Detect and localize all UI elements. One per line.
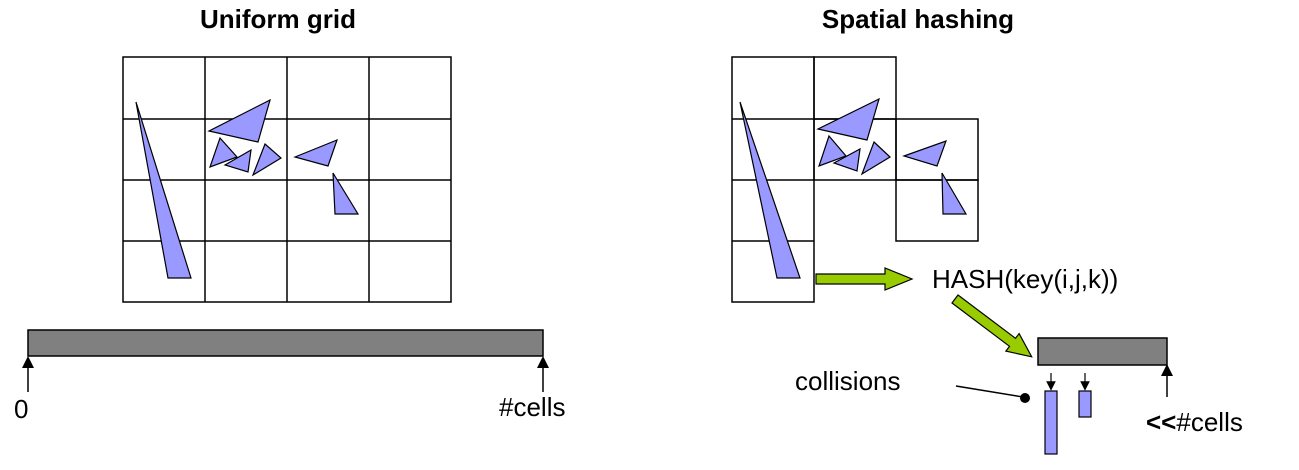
triangle <box>135 101 192 279</box>
axis-start-label: 0 <box>14 394 28 424</box>
triangle <box>251 142 283 177</box>
triangle <box>941 172 968 215</box>
hash-function-label: HASH(key(i,j,k)) <box>932 264 1118 294</box>
triangle <box>860 140 891 176</box>
hash-to-table-arrow-icon <box>951 294 1033 358</box>
cell-array-bar <box>27 329 544 357</box>
spatial-hashing-title: Spatial hashing <box>822 4 1014 34</box>
triangle <box>816 97 880 141</box>
cells-label: <<#cells <box>1146 407 1243 437</box>
uniform-grid-panel: Uniform grid 0 #cells <box>14 4 565 424</box>
axis-end-label: #cells <box>499 392 565 422</box>
sparse-grid <box>731 56 979 303</box>
triangle <box>818 134 848 167</box>
triangle <box>332 172 360 215</box>
triangle <box>209 136 239 169</box>
collisions-leader-line <box>955 385 1024 398</box>
collisions-label: collisions <box>795 366 901 396</box>
cell-to-hash-arrow-icon <box>815 267 914 291</box>
sparse-cell <box>895 179 979 242</box>
collision-bucket-short <box>1078 390 1092 418</box>
cells-prefix: << <box>1146 407 1176 437</box>
collisions-leader-dot <box>1020 393 1030 403</box>
cells-text: #cells <box>1176 407 1242 437</box>
triangle <box>739 101 801 279</box>
collision-bucket-long <box>1044 390 1058 455</box>
hash-table-bar <box>1037 337 1168 366</box>
sparse-cell <box>813 56 897 120</box>
triangle <box>832 147 861 172</box>
spatial-hashing-panel: Spatial hashing HASH(key(i,j,k)) <box>731 4 1243 455</box>
triangle <box>902 140 947 167</box>
hashed-triangles <box>739 97 968 279</box>
triangle <box>223 148 252 173</box>
triangle <box>293 138 338 167</box>
uniform-grid-title: Uniform grid <box>200 4 356 34</box>
triangle <box>207 98 271 143</box>
uniform-triangles <box>135 98 360 279</box>
